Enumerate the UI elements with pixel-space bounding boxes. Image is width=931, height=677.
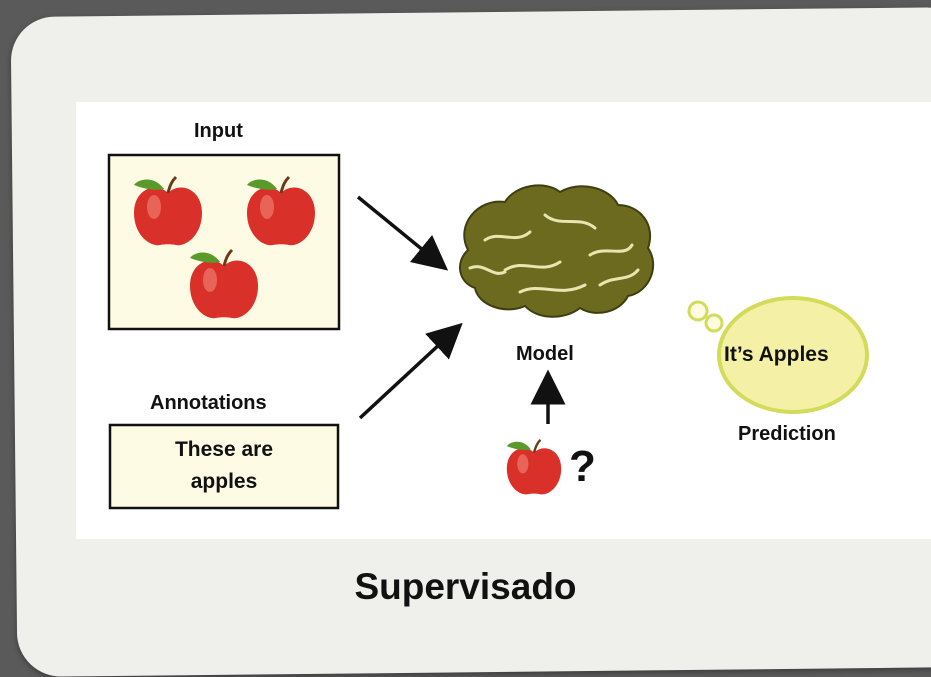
annotations-label: Annotations	[150, 392, 267, 414]
arrow	[358, 322, 463, 420]
thought-bubble	[687, 296, 869, 414]
annotation-line-1: These are	[174, 438, 274, 461]
input-label: Input	[194, 120, 243, 142]
annotation-line-2: apples	[190, 470, 258, 493]
annotation-text: These are apples	[110, 425, 338, 508]
arrow	[356, 195, 449, 271]
prediction-label: Prediction	[738, 423, 836, 445]
brain-icon	[459, 184, 655, 318]
apple-icon	[505, 438, 563, 496]
question-mark: ?	[569, 442, 596, 491]
thought-text: It’s Apples	[724, 343, 829, 366]
annotation-box	[108, 423, 340, 510]
diagram-graphics	[107, 153, 869, 510]
footer-title: Supervisado	[354, 566, 577, 607]
model-label: Model	[516, 343, 574, 365]
